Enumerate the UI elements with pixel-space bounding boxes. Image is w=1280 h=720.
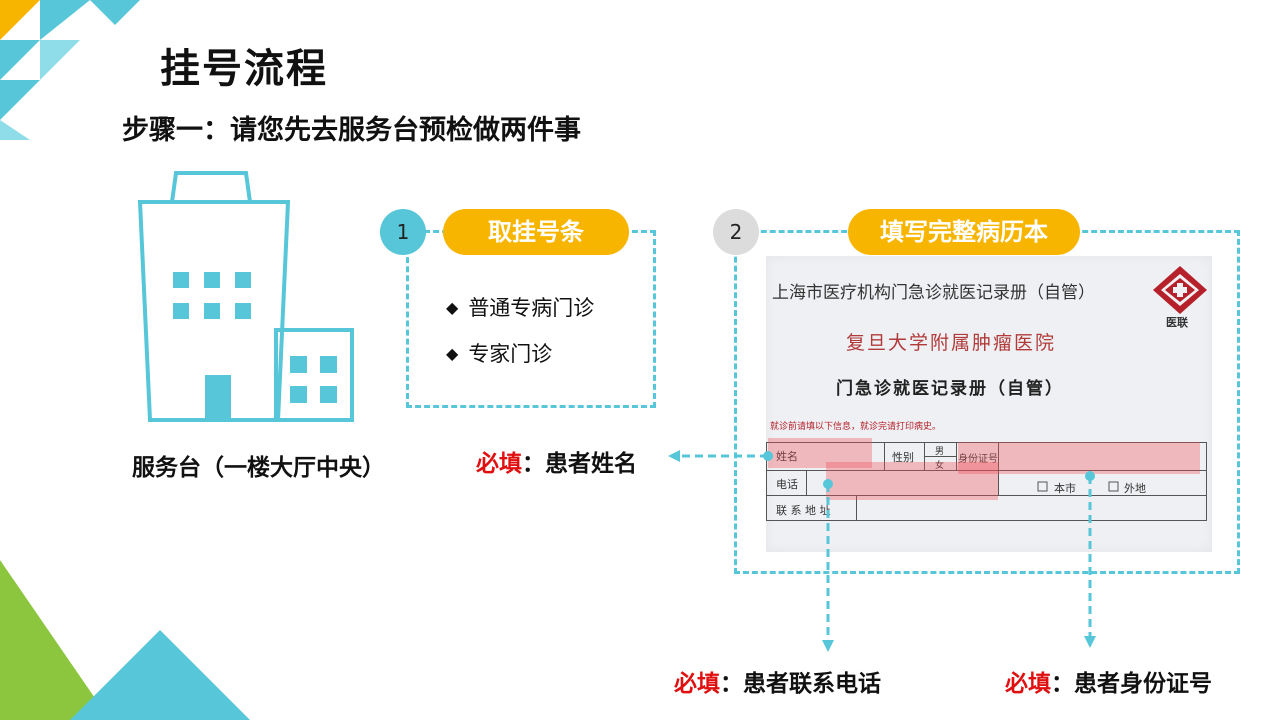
form-field-outside: 外地 xyxy=(1124,482,1146,495)
form-instruction: 就诊前请填以下信息，就诊完请打印病史。 xyxy=(770,422,942,432)
step2-label: 填写完整病历本 xyxy=(848,209,1080,255)
form-field-phone: 电话 xyxy=(776,478,798,491)
step1-label: 取挂号条 xyxy=(443,209,629,255)
callout-required-name: 必填：患者姓名 xyxy=(476,451,637,477)
building-icon xyxy=(137,171,354,422)
highlight-id xyxy=(958,442,1200,474)
building-caption: 服务台（一楼大厅中央） xyxy=(132,455,385,481)
bottom-left-decoration xyxy=(0,560,250,720)
callout-required-id: 必填：患者身份证号 xyxy=(1005,671,1212,697)
top-left-decoration xyxy=(0,0,140,140)
form-field-id: 身份证号 xyxy=(958,454,998,465)
form-table xyxy=(766,442,1207,521)
form-field-local: 本市 xyxy=(1054,482,1076,495)
diamond-bullet-icon: ◆ xyxy=(446,298,459,317)
form-hospital-name: 复旦大学附属肿瘤医院 xyxy=(846,332,1057,354)
medical-record-form: 上海市医疗机构门急诊就医记录册（自管） 医联 复旦大学附属肿瘤医院 门急诊就医记… xyxy=(766,256,1212,552)
form-logo-text: 医联 xyxy=(1166,316,1188,329)
arrow-left-icon xyxy=(668,450,680,462)
form-field-gender: 性别 xyxy=(892,451,914,464)
step2-number: 2 xyxy=(713,209,759,255)
form-field-male: 男 xyxy=(935,447,945,457)
diamond-bullet-icon: ◆ xyxy=(446,344,459,363)
step1-item: ◆专家门诊 xyxy=(446,342,553,366)
highlight-name xyxy=(768,438,872,468)
highlight-phone xyxy=(826,462,998,500)
form-field-address: 联 系 地 址 xyxy=(776,504,831,517)
arrow-down-icon xyxy=(822,640,834,652)
step1-number: 1 xyxy=(380,209,426,255)
form-header: 上海市医疗机构门急诊就医记录册（自管） xyxy=(772,283,1095,303)
arrow-down-icon xyxy=(1084,636,1096,648)
form-book-title: 门急诊就医记录册（自管） xyxy=(836,379,1064,399)
medical-union-logo-icon xyxy=(1153,266,1207,314)
form-field-female: 女 xyxy=(935,461,945,471)
page-title: 挂号流程 xyxy=(160,46,328,92)
page-subtitle: 步骤一：请您先去服务台预检做两件事 xyxy=(122,115,581,146)
step1-item: ◆普通专病门诊 xyxy=(446,296,595,320)
form-field-name: 姓名 xyxy=(776,450,798,463)
callout-required-phone: 必填：患者联系电话 xyxy=(674,671,881,697)
